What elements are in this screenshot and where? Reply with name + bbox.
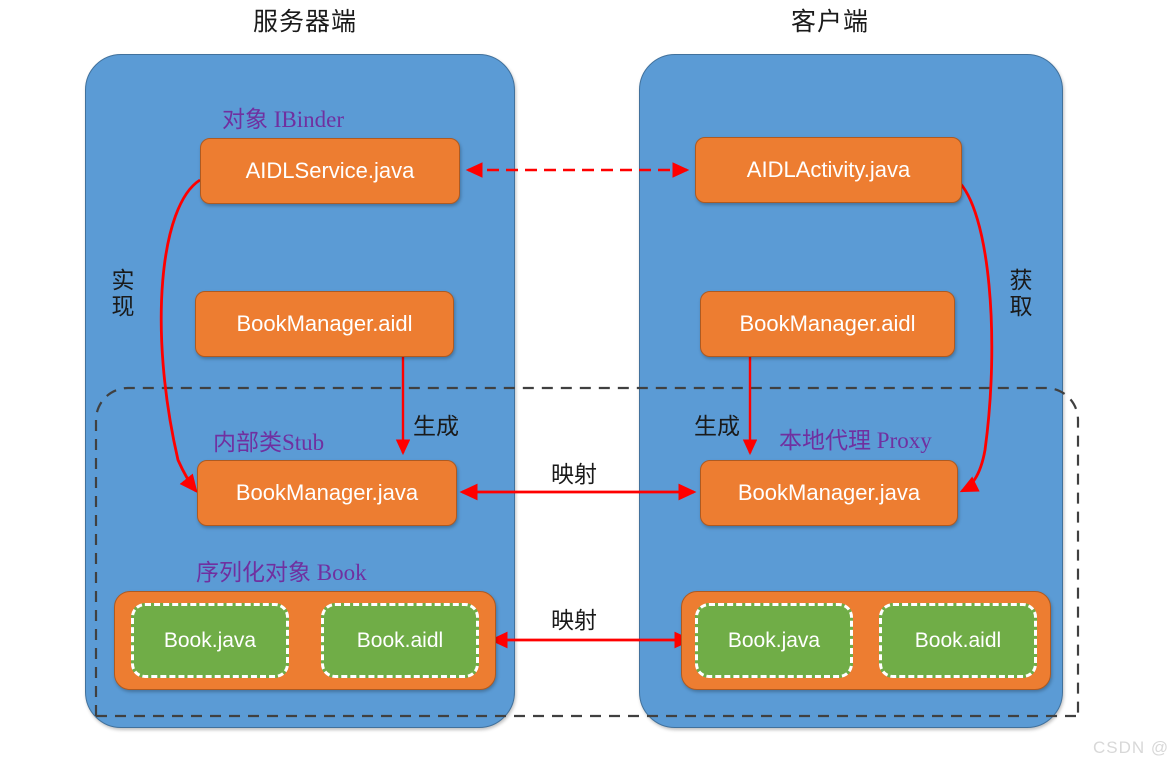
client-label-generate: 生成 (694, 414, 740, 439)
node-server-book-java[interactable]: Book.java (131, 603, 289, 678)
server-book-container: Book.java Book.aidl (114, 591, 496, 690)
server-label-implement: 实现 (111, 268, 135, 319)
node-client-book-java[interactable]: Book.java (695, 603, 853, 678)
server-label-generate: 生成 (413, 414, 459, 439)
server-column-title: 服务器端 (252, 9, 357, 36)
client-book-container: Book.java Book.aidl (681, 591, 1051, 690)
mapping-label-book: 映射 (551, 608, 597, 633)
node-client-book-aidl[interactable]: Book.aidl (879, 603, 1037, 678)
node-aidlservice-java[interactable]: AIDLService.java (200, 138, 460, 204)
server-annotation-book: 序列化对象 Book (196, 560, 367, 585)
node-aidlactivity-java[interactable]: AIDLActivity.java (695, 137, 962, 203)
node-client-bookmanager-aidl[interactable]: BookManager.aidl (700, 291, 955, 357)
server-annotation-stub: 内部类Stub (213, 430, 325, 455)
client-column-title: 客户端 (790, 9, 869, 36)
client-label-obtain: 获取 (1009, 268, 1033, 319)
client-annotation-proxy: 本地代理 Proxy (779, 428, 932, 453)
node-server-bookmanager-java[interactable]: BookManager.java (197, 460, 457, 526)
node-client-bookmanager-java[interactable]: BookManager.java (700, 460, 958, 526)
csdn-watermark: CSDN @ (1093, 738, 1170, 757)
server-annotation-binder: 对象 IBinder (222, 107, 345, 132)
mapping-label-bookmanager: 映射 (551, 462, 597, 487)
node-server-book-aidl[interactable]: Book.aidl (321, 603, 479, 678)
node-server-bookmanager-aidl[interactable]: BookManager.aidl (195, 291, 454, 357)
